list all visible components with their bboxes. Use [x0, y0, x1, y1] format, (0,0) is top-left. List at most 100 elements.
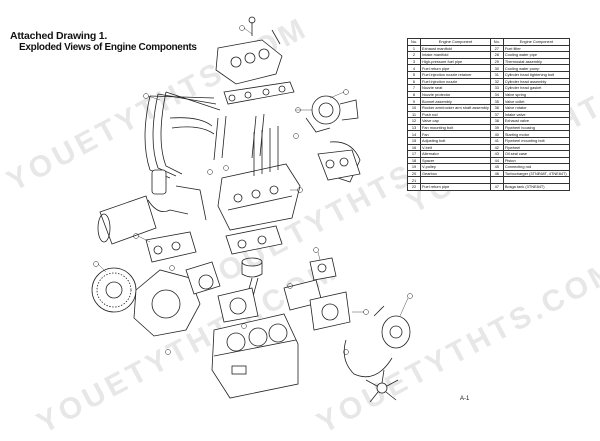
- legend-component: Fuel injection nozzle retainer: [420, 70, 491, 79]
- legend-no: 21: [407, 176, 421, 185]
- legend-component: Push rod: [420, 110, 491, 119]
- legend-component: Fuel filter: [502, 44, 570, 53]
- legend-component: Cylinder head tightening bolt: [502, 70, 570, 79]
- legend-component: Adjusting bolt: [420, 136, 491, 145]
- injectors-part: [213, 113, 265, 161]
- legend-component: Turbocharger (3TNE68T, 4TNE84T): [502, 169, 570, 178]
- legend-no: 15: [407, 136, 421, 145]
- legend-component: Fuel injection nozzle: [420, 77, 491, 86]
- page-number: A-1: [460, 396, 470, 402]
- legend-component: Nozzle protector: [420, 90, 491, 99]
- flywheel-part: [91, 267, 137, 313]
- legend-component: Nozzle seat: [420, 84, 491, 92]
- legend-no: 1: [407, 44, 421, 53]
- legend-header-component: Engine Component: [420, 38, 491, 46]
- legend-no: 33: [489, 84, 504, 92]
- legend-no: 17: [407, 150, 421, 158]
- legend-component: [502, 176, 570, 185]
- legend-component: Fan mounting bolt: [420, 123, 491, 132]
- legend-component: Intake manifold: [420, 51, 491, 59]
- legend-component: Valve cap: [420, 117, 491, 125]
- rocker-arm-part: [223, 81, 295, 105]
- legend-no: 36: [489, 103, 504, 112]
- legend-component: Alternator: [420, 150, 491, 158]
- cylinder-head-part: [217, 163, 301, 231]
- legend-no: 47: [489, 183, 504, 191]
- legend-no: 45: [489, 163, 504, 171]
- legend-component: Connecting rod: [502, 163, 570, 171]
- legend-no: 46: [489, 169, 504, 178]
- legend-no: 20: [407, 169, 421, 178]
- legend-header-no: No.: [489, 38, 504, 46]
- legend-no: 10: [407, 103, 421, 112]
- legend-component: [420, 176, 491, 185]
- legend-component: Valve collet: [502, 97, 570, 105]
- legend-no: 32: [489, 77, 504, 86]
- drawing-subtitle: Exploded Views of Engine Components: [19, 42, 197, 53]
- fan-part: [365, 369, 399, 403]
- legend-no: 35: [489, 97, 504, 105]
- legend-component: Bosga tank (3TNE84T): [502, 183, 570, 191]
- oil-seal-case-part: [217, 287, 259, 323]
- flywheel-housing-part: [133, 269, 201, 337]
- legend-component: Rocker arm/rocker arm shaft assembly: [420, 103, 491, 112]
- legend-no: 37: [489, 110, 504, 119]
- legend-component: Flywheel mounting bolt: [502, 136, 570, 145]
- legend-no: 12: [407, 117, 421, 125]
- drawing-title: Attached Drawing 1.: [10, 30, 108, 42]
- legend-component: Exhaust valve: [502, 117, 570, 125]
- legend-component: Cooling water pump: [502, 64, 570, 72]
- legend-no: 6: [407, 77, 421, 86]
- legend-component: Flywheel: [502, 143, 570, 152]
- legend-no: 18: [407, 156, 421, 165]
- legend-component: Gearbox: [420, 169, 491, 178]
- legend-no: 39: [489, 123, 504, 132]
- legend-no: 9: [407, 97, 421, 105]
- legend-component: Thermostat assembly: [502, 57, 570, 66]
- legend-no: 28: [489, 51, 504, 59]
- fuel-pipes-part: [144, 91, 221, 179]
- valves-part: [253, 126, 279, 176]
- v-belt-part: [343, 339, 393, 378]
- legend-component: Oil seal case: [502, 150, 570, 158]
- legend-component: V-pulley: [420, 163, 491, 171]
- legend-component: Piston: [502, 156, 570, 165]
- legend-component: Fan: [420, 130, 491, 138]
- exhaust-manifold-part: [317, 149, 361, 181]
- legend-component: Valve spring: [502, 90, 570, 99]
- legend-no: 31: [489, 70, 504, 79]
- legend-no: 43: [489, 150, 504, 158]
- starter-part: [185, 261, 221, 295]
- legend-no: 38: [489, 117, 504, 125]
- legend-no: 3: [407, 57, 421, 66]
- legend-component: Fuel return pipe: [420, 183, 491, 191]
- legend-no: 4: [407, 64, 421, 72]
- legend-component: Spacer: [420, 156, 491, 165]
- gasket-part: [225, 225, 283, 255]
- legend-no: 11: [407, 110, 421, 119]
- legend-no: 27: [489, 44, 504, 53]
- legend-component: Bonnet assembly: [420, 97, 491, 105]
- legend-no: 22: [407, 183, 421, 191]
- legend-no: 7: [407, 84, 421, 92]
- legend-no: 16: [407, 143, 421, 152]
- legend-component: Starting motor: [502, 130, 570, 138]
- leader-lines: [97, 27, 409, 317]
- legend-no: 19: [407, 163, 421, 171]
- water-pump-part: [283, 279, 351, 331]
- legend-header-no: No.: [407, 38, 421, 46]
